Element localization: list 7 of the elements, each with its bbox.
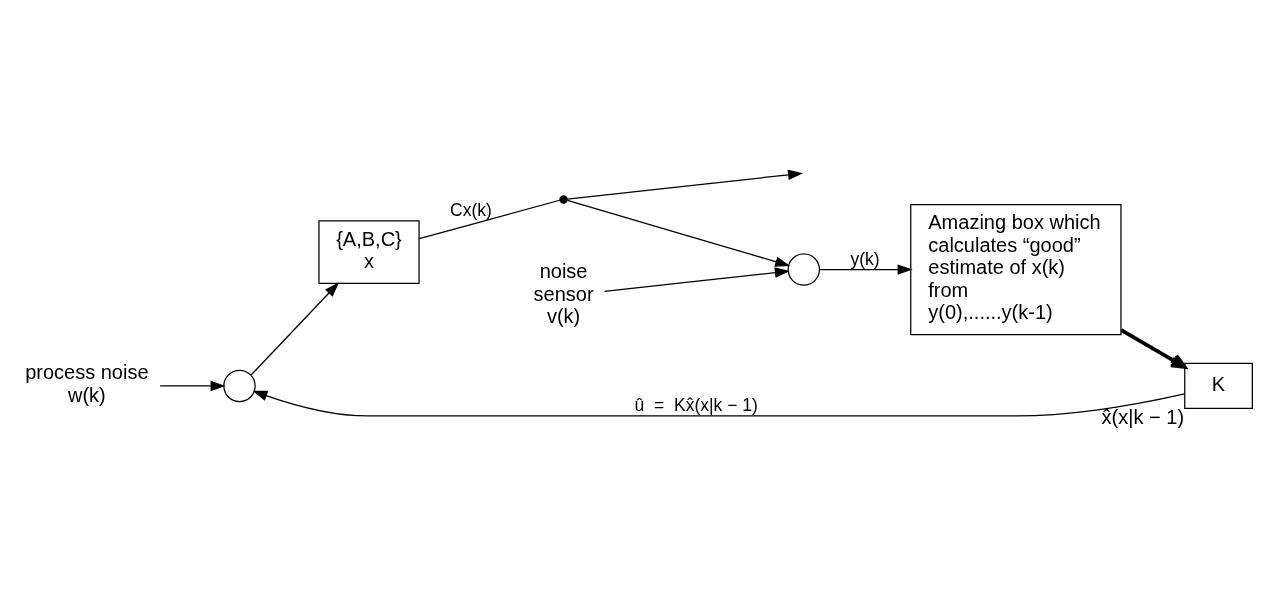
node-label: w(k) <box>67 383 106 406</box>
edge-label: Cx(k) <box>450 199 492 220</box>
node-label: v(k) <box>546 304 581 327</box>
node-label: x̂(x|k − 1) <box>1101 405 1185 428</box>
edge-label: û = Kx̂(x|k − 1) <box>634 394 758 415</box>
edge-label: y(k) <box>850 248 880 269</box>
node-text: process noise <box>25 360 149 383</box>
